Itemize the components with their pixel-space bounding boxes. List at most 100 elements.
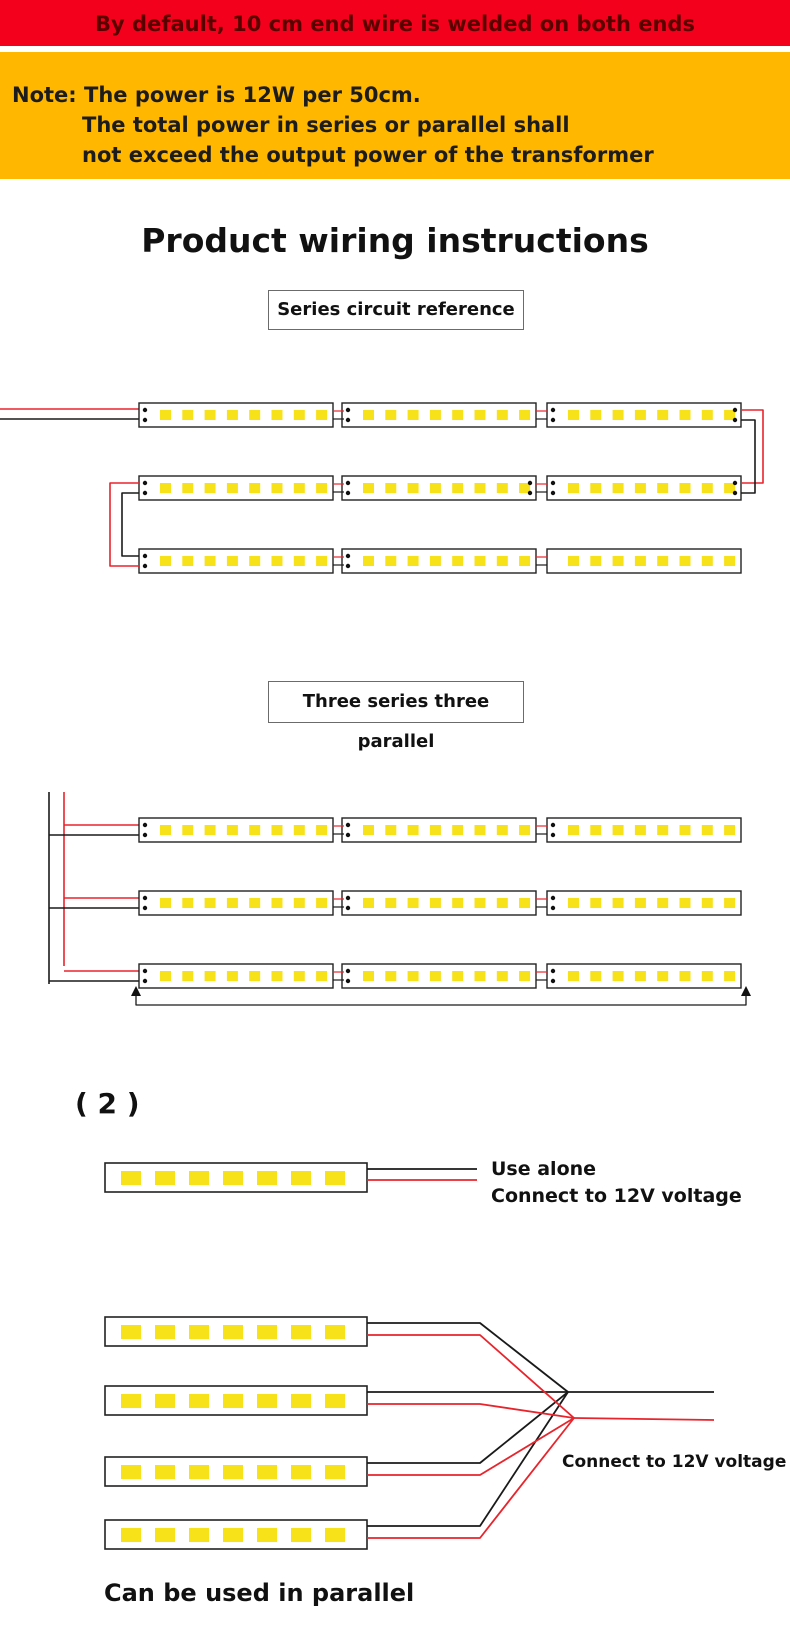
led-chip	[519, 483, 531, 493]
led-chip	[271, 825, 283, 835]
solder-pad	[732, 407, 738, 413]
led-chip	[223, 1171, 243, 1185]
led-chip	[657, 898, 669, 908]
led-chip	[496, 971, 508, 981]
note-line-1: Note: The power is 12W per 50cm.	[12, 83, 421, 107]
led-chip	[429, 825, 441, 835]
led-chip	[519, 898, 531, 908]
solder-pad	[550, 822, 556, 828]
led-chip	[590, 410, 602, 420]
led-chip	[160, 825, 171, 835]
led-chip	[223, 1394, 243, 1408]
led-chip	[182, 410, 194, 420]
led-chip	[568, 556, 579, 566]
led-chip	[496, 825, 508, 835]
led-chip	[590, 898, 602, 908]
led-chip	[657, 971, 669, 981]
led-chip	[363, 483, 374, 493]
led-chip	[223, 1325, 243, 1339]
led-chip	[519, 556, 531, 566]
solder-pad	[345, 895, 351, 901]
solder-pad	[142, 490, 148, 496]
led-chip	[429, 898, 441, 908]
solder-pad	[345, 563, 351, 569]
led-chip	[385, 483, 397, 493]
led-chip	[496, 410, 508, 420]
led-chip	[291, 1528, 311, 1542]
led-chip	[701, 898, 713, 908]
led-chip	[385, 971, 397, 981]
led-chip	[160, 971, 171, 981]
led-chip	[293, 971, 305, 981]
led-chip	[155, 1528, 175, 1542]
led-chip	[679, 971, 691, 981]
led-chip	[204, 971, 216, 981]
led-chip	[474, 825, 486, 835]
led-chip	[679, 483, 691, 493]
led-chip	[316, 483, 328, 493]
led-chip	[293, 556, 305, 566]
led-chip	[429, 483, 441, 493]
led-chip	[291, 1465, 311, 1479]
solder-pad	[550, 968, 556, 974]
led-chip	[407, 825, 419, 835]
led-chip	[385, 556, 397, 566]
led-chip	[121, 1394, 141, 1408]
led-chip	[724, 898, 736, 908]
led-chip	[325, 1528, 345, 1542]
solder-pad	[142, 832, 148, 838]
parallel-red-wire	[367, 1417, 575, 1539]
solder-pad	[732, 417, 738, 423]
led-chip	[325, 1394, 345, 1408]
led-chip	[724, 410, 736, 420]
led-chip	[189, 1171, 209, 1185]
led-chip	[590, 483, 602, 493]
parallel-voltage-label: Connect to 12V voltage	[562, 1452, 787, 1472]
led-chip	[226, 825, 238, 835]
led-chip	[724, 971, 736, 981]
led-chip	[474, 483, 486, 493]
power-note: Note: The power is 12W per 50cm. The tot…	[12, 80, 654, 170]
led-chip	[407, 410, 419, 420]
led-chip	[226, 410, 238, 420]
solder-pad	[550, 978, 556, 984]
return-bracket	[135, 991, 747, 1006]
parallel-red-wire	[367, 1334, 575, 1419]
led-chip	[701, 556, 713, 566]
solder-pad	[345, 968, 351, 974]
led-chip	[293, 483, 305, 493]
led-chip	[590, 971, 602, 981]
led-chip	[363, 971, 374, 981]
series-bridge-black	[121, 492, 139, 557]
solder-pad	[550, 832, 556, 838]
led-chip	[590, 556, 602, 566]
led-chip	[325, 1465, 345, 1479]
section-2-label: ( 2 )	[75, 1087, 140, 1120]
led-chip	[634, 825, 646, 835]
led-chip	[271, 971, 283, 981]
led-chip	[452, 971, 464, 981]
led-chip	[204, 825, 216, 835]
led-chip	[204, 410, 216, 420]
led-chip	[160, 483, 171, 493]
solder-pad	[142, 895, 148, 901]
solder-pad	[550, 480, 556, 486]
led-chip	[226, 971, 238, 981]
led-chip	[363, 410, 374, 420]
led-chip	[223, 1528, 243, 1542]
solder-pad	[142, 968, 148, 974]
led-chip	[474, 410, 486, 420]
led-chip	[724, 483, 736, 493]
led-chip	[182, 971, 194, 981]
led-chip	[496, 898, 508, 908]
output-wire-red	[573, 1417, 715, 1421]
led-chip	[182, 825, 194, 835]
led-chip	[257, 1394, 277, 1408]
led-chip	[724, 556, 736, 566]
led-chip	[452, 898, 464, 908]
solder-pad	[550, 407, 556, 413]
led-chip	[429, 410, 441, 420]
solder-pad	[732, 490, 738, 496]
solder-pad	[345, 480, 351, 486]
led-chip	[325, 1325, 345, 1339]
